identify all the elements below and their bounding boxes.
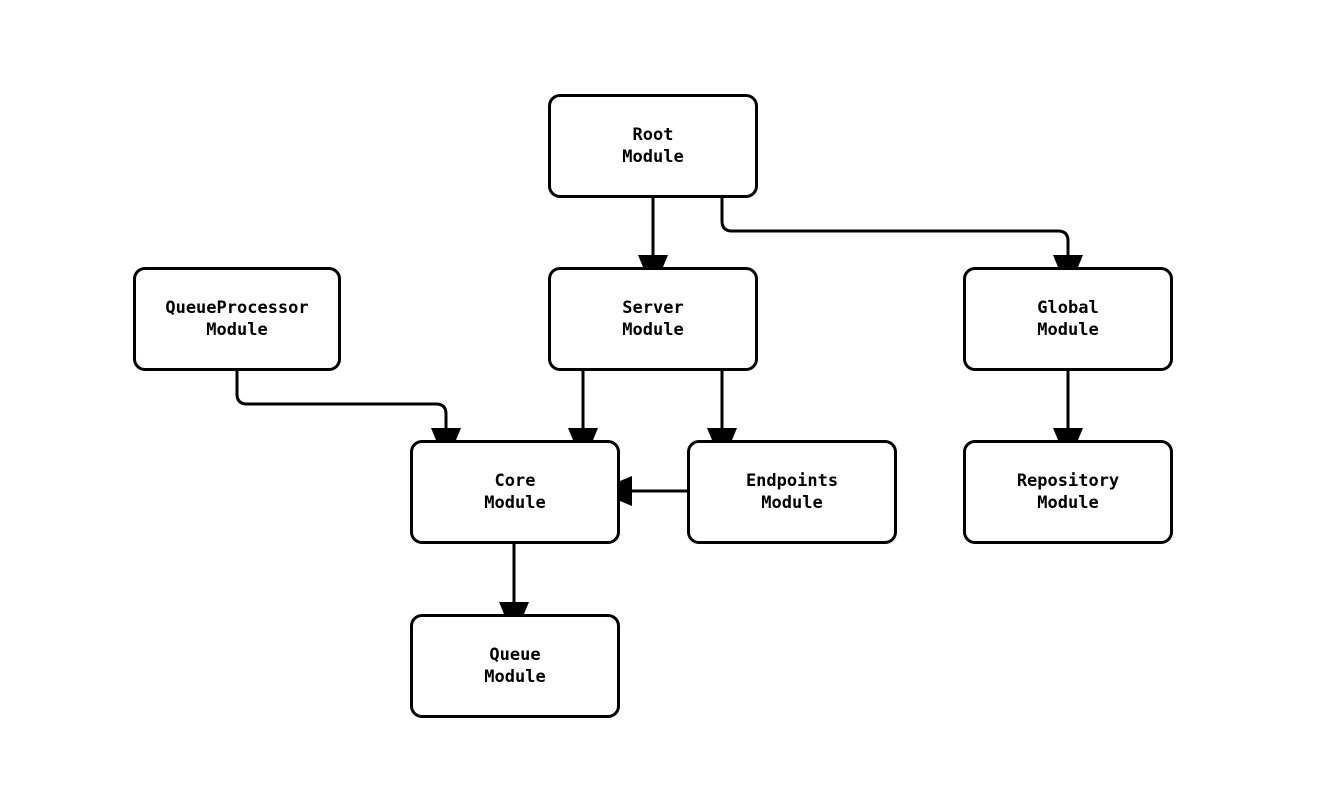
node-label-primary: Root (632, 125, 674, 145)
node-label-primary: QueueProcessor (165, 298, 309, 318)
node-label-primary: Global (1037, 298, 1099, 318)
node-label-primary: Server (622, 298, 684, 318)
node-label-primary: Repository (1016, 471, 1120, 491)
edge-root-to-global (720, 198, 1083, 291)
node-label-secondary: Module (484, 667, 546, 687)
node-label-secondary: Module (1037, 320, 1099, 340)
node-label-secondary: Module (761, 493, 823, 513)
node-label-secondary: Module (622, 320, 684, 340)
node-label-primary: Endpoints (745, 471, 839, 491)
node-label-secondary: Module (206, 320, 268, 340)
node-label-secondary: Module (622, 147, 684, 167)
edge-queueprocessor-to-core (235, 371, 461, 464)
node-label-primary: Queue (489, 645, 541, 665)
node-label-primary: Core (494, 471, 536, 491)
node-label-secondary: Module (1037, 493, 1099, 513)
node-label-secondary: Module (484, 493, 546, 513)
edges (235, 198, 1083, 638)
